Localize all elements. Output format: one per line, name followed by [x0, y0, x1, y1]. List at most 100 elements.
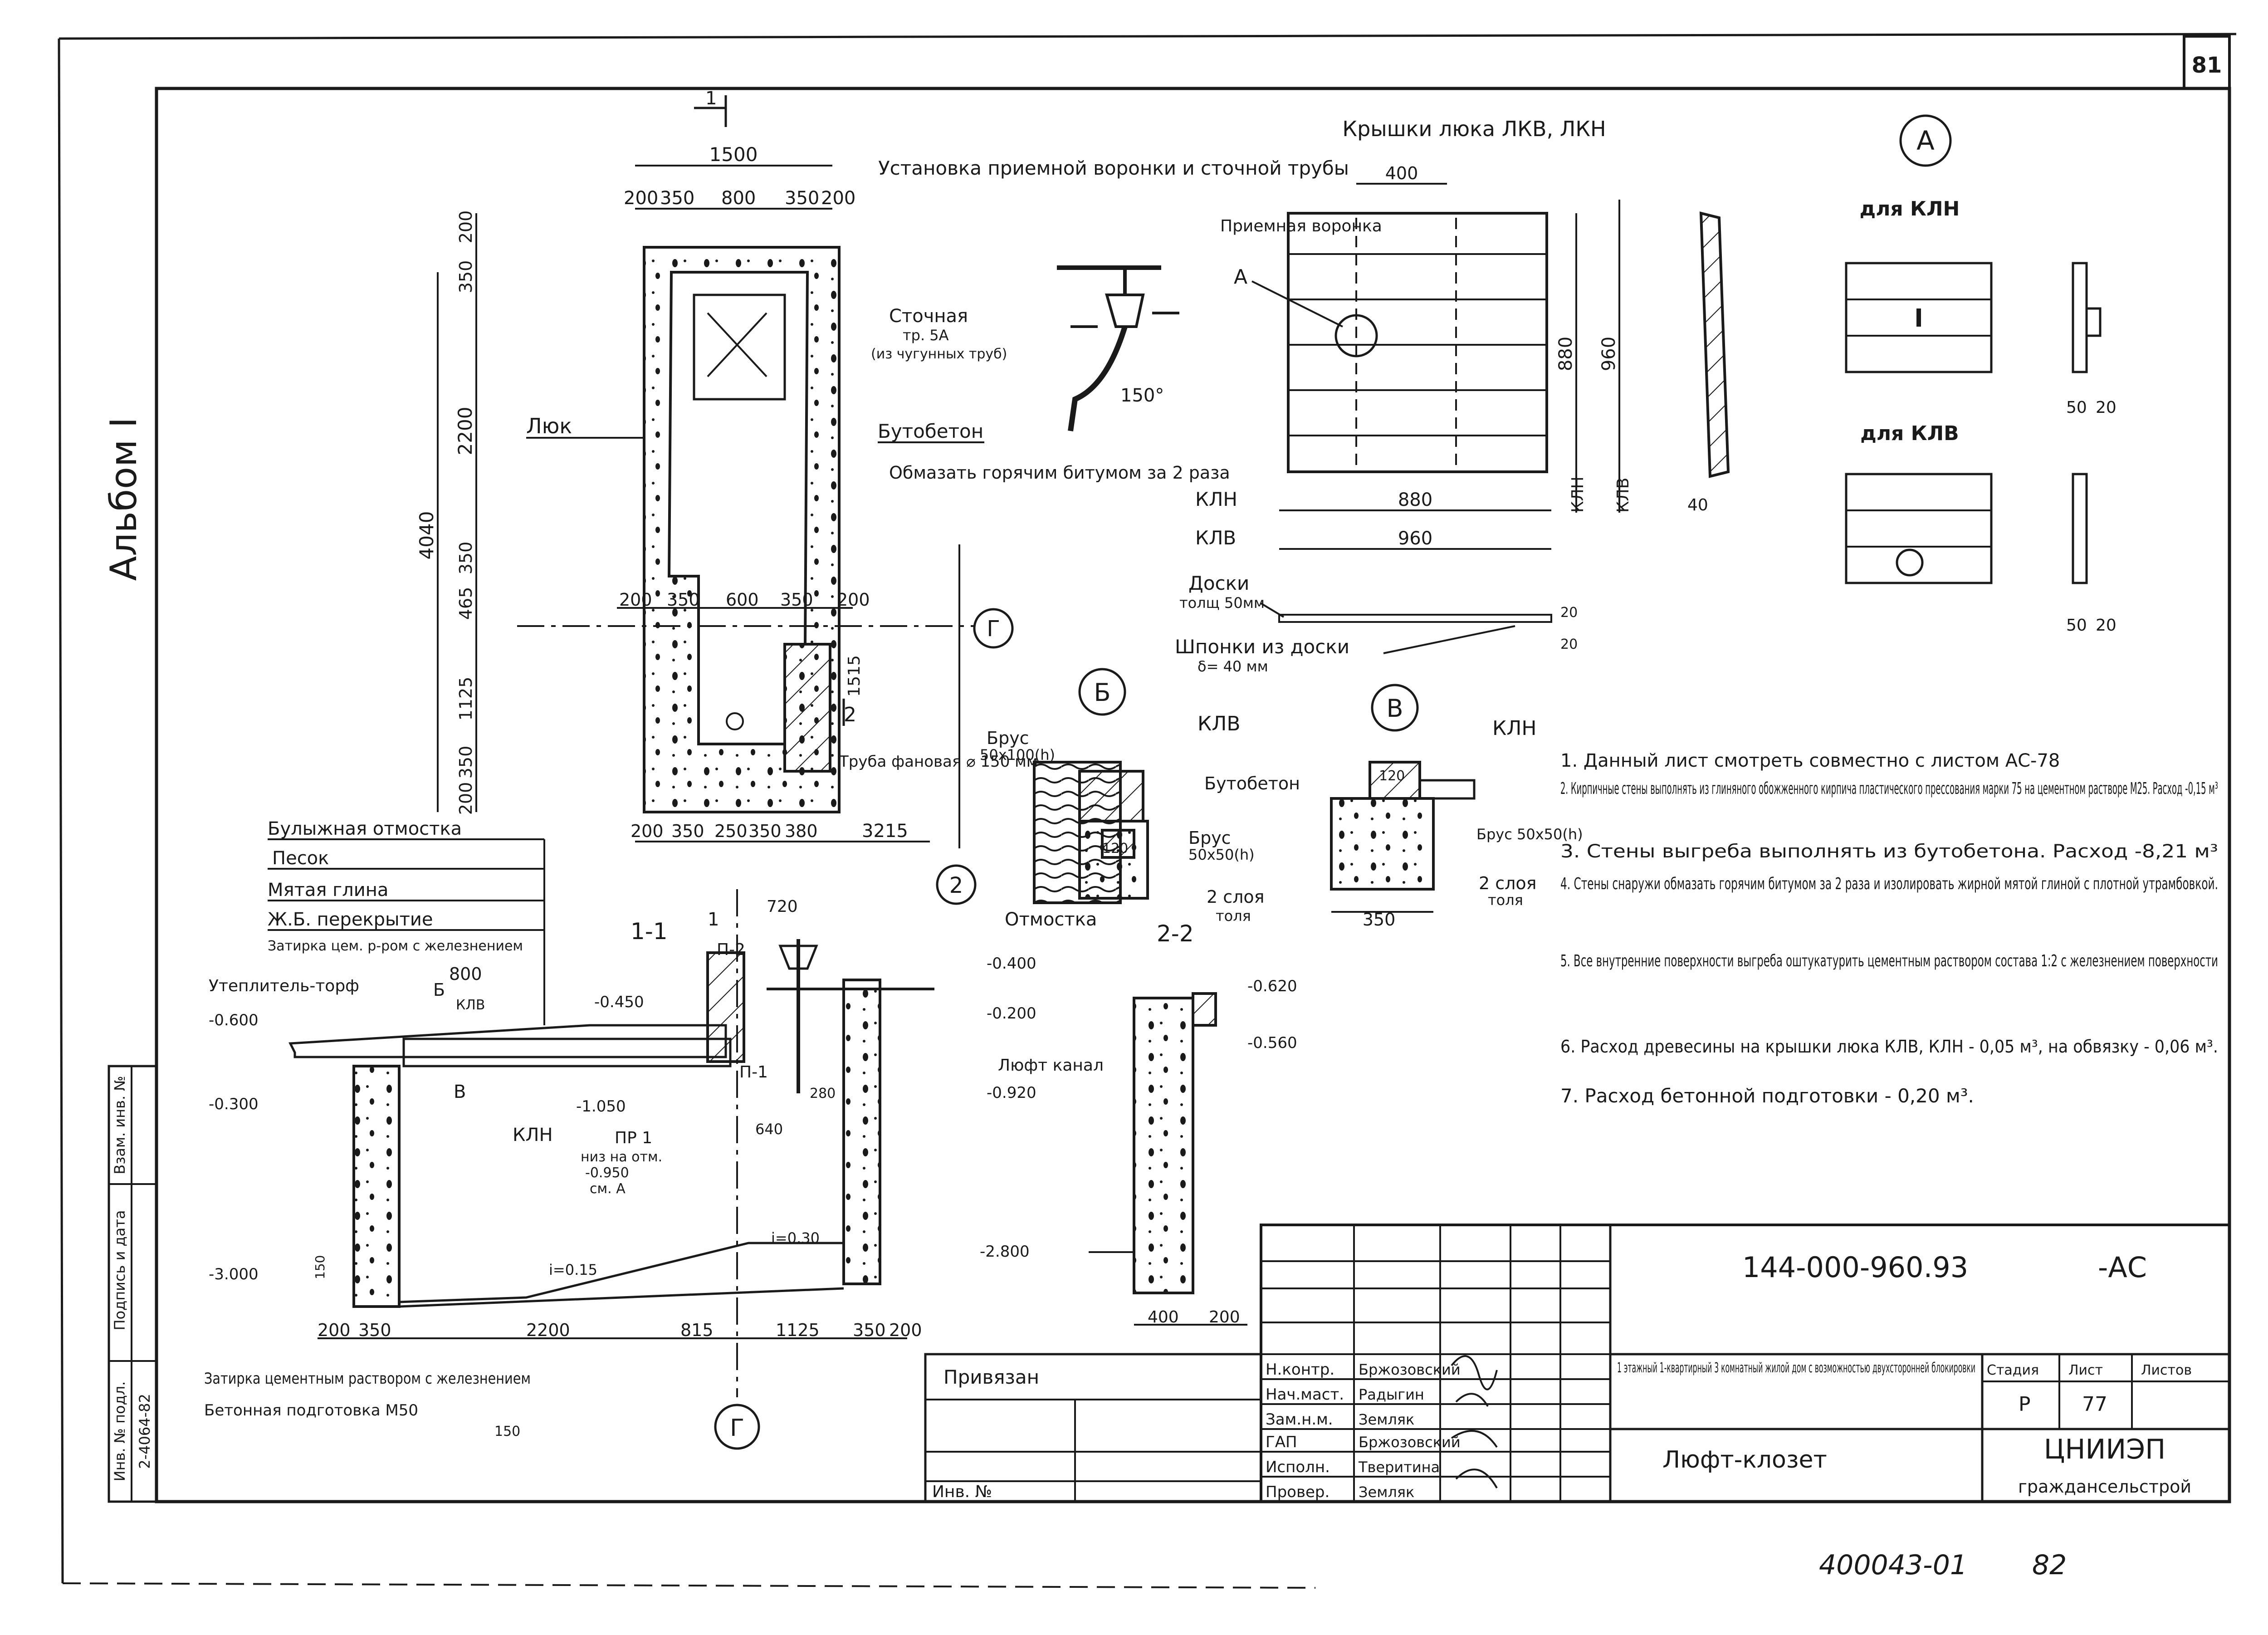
note-5: 5. Все внутренние поверхности выгреба ош… — [1560, 952, 2218, 970]
node-v: В КЛН 120 Брус 50х50(h) 2 слоя толя 350 — [1330, 684, 1583, 930]
note-7: 7. Расход бетонной подготовки - 0,20 м³. — [1560, 1085, 1974, 1107]
node-v-marker — [1371, 684, 1419, 732]
detail-a-klv-side — [2072, 473, 2088, 584]
lev-0300: -0.300 — [209, 1095, 259, 1113]
privyazan-block — [924, 1353, 1262, 1503]
stamp-role-5: Исполн. — [1266, 1458, 1330, 1476]
dim-3215: 3215 — [862, 821, 908, 842]
sec22-wall — [1133, 997, 1194, 1294]
funnel-pipe-label2: тр. 5А — [903, 327, 949, 344]
sec-bot-7: 200 — [889, 1320, 922, 1340]
node-b-brus2-s: 50x50(h) — [1188, 846, 1255, 863]
dim-top-1: 200 — [624, 188, 658, 209]
axis-2-label: 2 — [949, 873, 963, 898]
sec-axis-g: Г — [730, 1415, 744, 1442]
stamp-role-6: Провер. — [1266, 1483, 1330, 1501]
node-v-butobeton — [1330, 797, 1435, 891]
stamp-org2: граждансельстрой — [2018, 1477, 2191, 1497]
sec-d720: 720 — [767, 897, 798, 916]
sec-bot-4: 815 — [680, 1320, 714, 1340]
lev-1050: -1.050 — [576, 1097, 626, 1116]
sec-d640: 640 — [755, 1121, 783, 1138]
bot-dim-2: 350 — [671, 821, 704, 841]
sec-axis-g-marker — [714, 1404, 760, 1450]
section-2-mark: 2 — [844, 703, 856, 726]
sec-axis-1: 1 — [708, 909, 719, 930]
label-bitumen: Обмазать горячим битумом за 2 раза — [889, 463, 1230, 483]
lid-dim-880: 880 — [1398, 490, 1432, 510]
sec22-d400: 400 — [1148, 1308, 1179, 1327]
dim-top-3: 800 — [721, 188, 756, 209]
stamp-sheets-h: Листов — [2141, 1362, 2192, 1378]
footer-page: 82 — [2032, 1549, 2067, 1581]
lid-mark-a: А — [1234, 265, 1247, 289]
stamp-role-2: Нач.маст. — [1266, 1385, 1344, 1404]
node-v-d120: 120 — [1379, 768, 1405, 784]
lev-0450: -0.450 — [594, 993, 644, 1011]
plan-view: 1 1500 200 350 800 350 200 4040 200 350 … — [415, 88, 1230, 905]
dim-left-6: 1125 — [456, 677, 476, 721]
detail-a-marker — [1899, 114, 1952, 167]
sec-label-b: Б — [433, 980, 445, 1000]
detail-a-d20a: 20 — [2096, 398, 2116, 417]
lid-boards: Доски — [1188, 572, 1249, 594]
stamp-name-6: Земляк — [1359, 1483, 1414, 1501]
page-number-box — [2183, 35, 2231, 90]
node-b-d120: 120 — [1102, 841, 1128, 857]
stamp-suffix: -АС — [2098, 1251, 2147, 1284]
sec-beton: Бетонная подготовка М50 — [204, 1401, 418, 1420]
sec-slab — [402, 1038, 732, 1067]
layer-4: Ж.Б. перекрытие — [268, 909, 433, 930]
note-2: 2. Кирпичные стены выполнять из глиняног… — [1560, 779, 2218, 798]
lev-0200: -0.200 — [987, 1004, 1036, 1023]
sec-p1: П-1 — [739, 1063, 768, 1082]
stamp-role-4: ГАП — [1266, 1433, 1297, 1451]
stamp-stage-h: Стадия — [1987, 1362, 2039, 1378]
lev-0600: -0.600 — [209, 1011, 259, 1029]
node-v-kln: КЛН — [1492, 717, 1536, 740]
sec-beton-d: 150 — [494, 1424, 520, 1439]
lid-dim-960v: 960 — [1598, 337, 1619, 371]
layer-5: Затирка цем. р-ром с железнением — [268, 938, 523, 954]
lid-kln-v: КЛН — [1569, 476, 1587, 513]
section-11-title: 1-1 — [631, 918, 668, 945]
sec-bot-2: 350 — [358, 1320, 391, 1340]
dim-total-h: 4040 — [415, 511, 438, 560]
lid-dim-880v: 880 — [1555, 337, 1576, 371]
page-number: 81 — [2192, 53, 2222, 78]
node-v-brus-label: Брус 50х50(h) — [1476, 826, 1583, 843]
plan-brick-wall — [783, 643, 831, 773]
lid-klv-h: КЛВ — [1195, 527, 1236, 549]
dim-left-4: 350 — [456, 542, 476, 575]
bot-dim-4: 350 — [748, 821, 782, 841]
lid-keys: Шпонки из доски — [1175, 636, 1349, 658]
lev-2800: -2.800 — [980, 1243, 1030, 1261]
dim-top-5: 200 — [821, 188, 855, 209]
stamp-role-3: Зам.н.м. — [1266, 1410, 1333, 1429]
detail-a-d20b: 20 — [2096, 616, 2116, 635]
bot-dim-5: 380 — [785, 821, 818, 841]
lid-dim-960: 960 — [1398, 528, 1432, 549]
sec22-d200: 200 — [1209, 1308, 1240, 1327]
sec-label-klv: КЛВ — [456, 997, 485, 1013]
sec-bot-3: 2200 — [526, 1320, 570, 1340]
sec-label-kln: КЛН — [513, 1125, 553, 1145]
plan-section-mark: 1 — [705, 88, 717, 109]
mid-dim-3: 600 — [726, 590, 759, 610]
funnel-angle: 150° — [1120, 385, 1164, 406]
stamp-name-1: Бржозовский — [1359, 1361, 1461, 1378]
side-inv-no: 2-4064-82 — [136, 1394, 153, 1469]
stamp-sheet-h: Лист — [2068, 1362, 2103, 1378]
funnel-pipe-label3: (из чугунных труб) — [871, 346, 1007, 362]
detail-a-klv-rect — [1845, 473, 1993, 584]
sec-right-wall — [842, 979, 881, 1285]
node-v-d350: 350 — [1363, 910, 1396, 930]
node-b-butobeton-label: Бутобетон — [1204, 773, 1300, 793]
label-butobeton: Бутобетон — [878, 420, 983, 442]
lid-board-strip — [1278, 614, 1552, 623]
sec-pr1-d: см. А — [590, 1181, 626, 1197]
lid-plan — [1287, 212, 1548, 473]
sec-zatirka: Затирка цементным раствором с железнение… — [204, 1370, 531, 1388]
sec-left-wall — [352, 1065, 401, 1308]
